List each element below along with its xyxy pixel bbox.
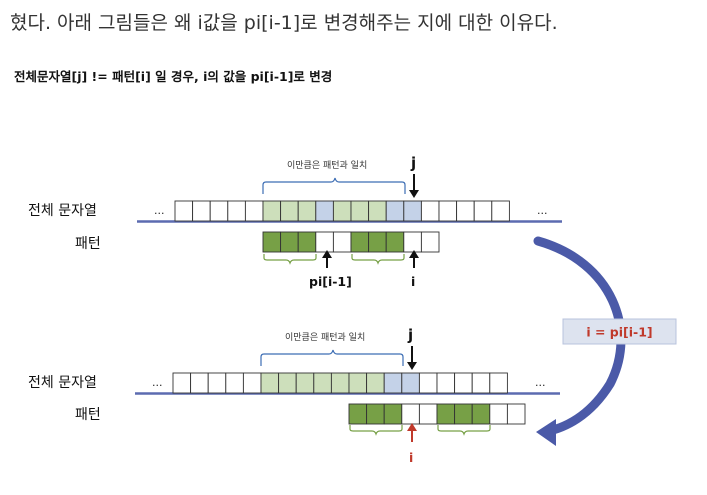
panel-1-pattern-cell — [297, 231, 317, 253]
panel-1-text-cell — [280, 200, 299, 222]
panel-1-match-brace — [262, 177, 406, 194]
panel-1-pattern-cell — [280, 231, 299, 253]
panel-1-pattern-cell — [315, 231, 334, 253]
intro-text: 혔다. 아래 그림들은 왜 i값을 pi[i-1]로 변경해주는 지에 대한 이… — [10, 12, 558, 34]
panel-1-text-cell — [350, 200, 370, 222]
panel-2-text-cell — [436, 372, 456, 394]
panel-1-pi-arrowhead — [322, 250, 332, 258]
transition-badge — [562, 318, 677, 345]
panel-1-text-cell — [244, 200, 264, 222]
panel-2-match-brace — [260, 349, 404, 366]
panel-2-pattern-cell — [506, 403, 526, 425]
transition-arrowhead — [536, 419, 556, 446]
panel-1-text-cell — [332, 200, 352, 222]
panel-2-i-arrowhead — [407, 423, 417, 431]
panel-2-suffix-brace — [437, 425, 491, 436]
panel-2-text-cell — [401, 372, 420, 394]
panel-2-pattern-cell — [489, 403, 508, 425]
panel-2-j-arrowhead — [407, 362, 417, 370]
panel-1-pattern-cell — [262, 231, 282, 253]
panel-2-text-cell — [366, 372, 385, 394]
panel-2-text-cell — [225, 372, 244, 394]
panel-1: 전체 문자열 패턴 ... ... 이만큼은 패턴과 일치 j pi[i-1] … — [28, 154, 562, 289]
panel-1-text-cell — [174, 200, 194, 222]
panel-2-ellipsis-left: ... — [152, 376, 163, 389]
panel-1-text-cell — [420, 200, 440, 222]
panel-1-text-cell — [262, 200, 282, 222]
panel-1-text-cell — [473, 200, 493, 222]
panel-1-j-arrowhead — [409, 190, 419, 198]
panel-1-text-cell — [403, 200, 422, 222]
transition-arrow — [533, 236, 626, 437]
panel-2-text-cell — [471, 372, 491, 394]
panel-1-text-cell — [385, 200, 405, 222]
panel-2-pattern-cell — [436, 403, 456, 425]
panel-2-pattern-cell — [366, 403, 385, 425]
panel-1-text-cell — [456, 200, 475, 222]
panel-1-j-label: j — [410, 154, 416, 172]
transition-label: i = pi[i-1] — [586, 325, 652, 340]
panel-1-prefix-brace — [263, 254, 317, 265]
panel-2-brace-label: 이만큼은 패턴과 일치 — [285, 331, 365, 343]
panel-1-text-cell — [297, 200, 317, 222]
panel-2-pattern-cell — [471, 403, 491, 425]
panel-1-pattern-cell — [350, 231, 370, 253]
panel-1-text-cell — [368, 200, 387, 222]
panel-1-suffix-brace — [351, 254, 405, 265]
panel-2-text-cells — [172, 372, 508, 394]
panel-2-pattern-cells — [348, 403, 526, 425]
panel-1-text-cell — [209, 200, 229, 222]
panel-2-pattern-cell — [454, 403, 473, 425]
panel-1-pattern-cell — [368, 231, 387, 253]
panel-2-pattern-label: 패턴 — [75, 407, 101, 423]
panel-1-pattern-cell — [403, 231, 422, 253]
panel-2-text-cell — [330, 372, 350, 394]
panel-2-text-cell — [242, 372, 262, 394]
panel-1-pattern-cells — [262, 231, 440, 253]
panel-1-text-cells — [174, 200, 510, 222]
panel-2-text-label: 전체 문자열 — [28, 375, 97, 391]
panel-1-brace-label: 이만큼은 패턴과 일치 — [287, 159, 367, 171]
panel-2-prefix-brace — [349, 425, 403, 436]
panel-1-i-arrowhead — [409, 250, 419, 258]
panel-2-text-cell — [383, 372, 403, 394]
panel-1-text-label: 전체 문자열 — [28, 203, 97, 219]
panel-1-text-cell — [438, 200, 458, 222]
panel-2-pattern-cell — [383, 403, 403, 425]
panel-2-text-cell — [313, 372, 332, 394]
panel-1-text-cell — [227, 200, 246, 222]
panel-1-pi-label: pi[i-1] — [309, 274, 352, 289]
panel-2-text-cell — [454, 372, 473, 394]
panel-1-pattern-cell — [385, 231, 405, 253]
panel-1-pattern-cell — [332, 231, 352, 253]
panel-2-j-label: j — [407, 326, 413, 344]
panel-2: 전체 문자열 패턴 ... ... 이만큼은 패턴과 일치 j i — [28, 326, 560, 465]
panel-2-text-cell — [348, 372, 368, 394]
panel-2-text-cell — [489, 372, 508, 394]
panel-2-pattern-cell — [401, 403, 420, 425]
diagram-heading: 전체문자열[j] != 패턴[i] 일 경우, i의 값을 pi[i-1]로 변… — [14, 69, 333, 84]
panel-2-pattern-cell — [418, 403, 438, 425]
panel-1-i-label: i — [411, 274, 415, 289]
panel-2-text-cell — [278, 372, 297, 394]
panel-1-text-cell — [491, 200, 510, 222]
panel-2-text-cell — [295, 372, 315, 394]
panel-2-text-cell — [207, 372, 227, 394]
panel-2-text-cell — [190, 372, 209, 394]
panel-2-text-cell — [172, 372, 192, 394]
panel-2-i-label: i — [409, 450, 413, 465]
panel-1-ellipsis-right: ... — [537, 204, 548, 217]
panel-1-pattern-cell — [420, 231, 440, 253]
panel-1-text-cell — [315, 200, 334, 222]
panel-2-pattern-cell — [348, 403, 368, 425]
panel-1-text-cell — [192, 200, 211, 222]
panel-2-text-cell — [260, 372, 280, 394]
panel-2-text-cell — [418, 372, 438, 394]
panel-2-ellipsis-right: ... — [535, 376, 546, 389]
panel-1-pattern-label: 패턴 — [75, 236, 101, 252]
panel-1-ellipsis-left: ... — [154, 204, 165, 217]
